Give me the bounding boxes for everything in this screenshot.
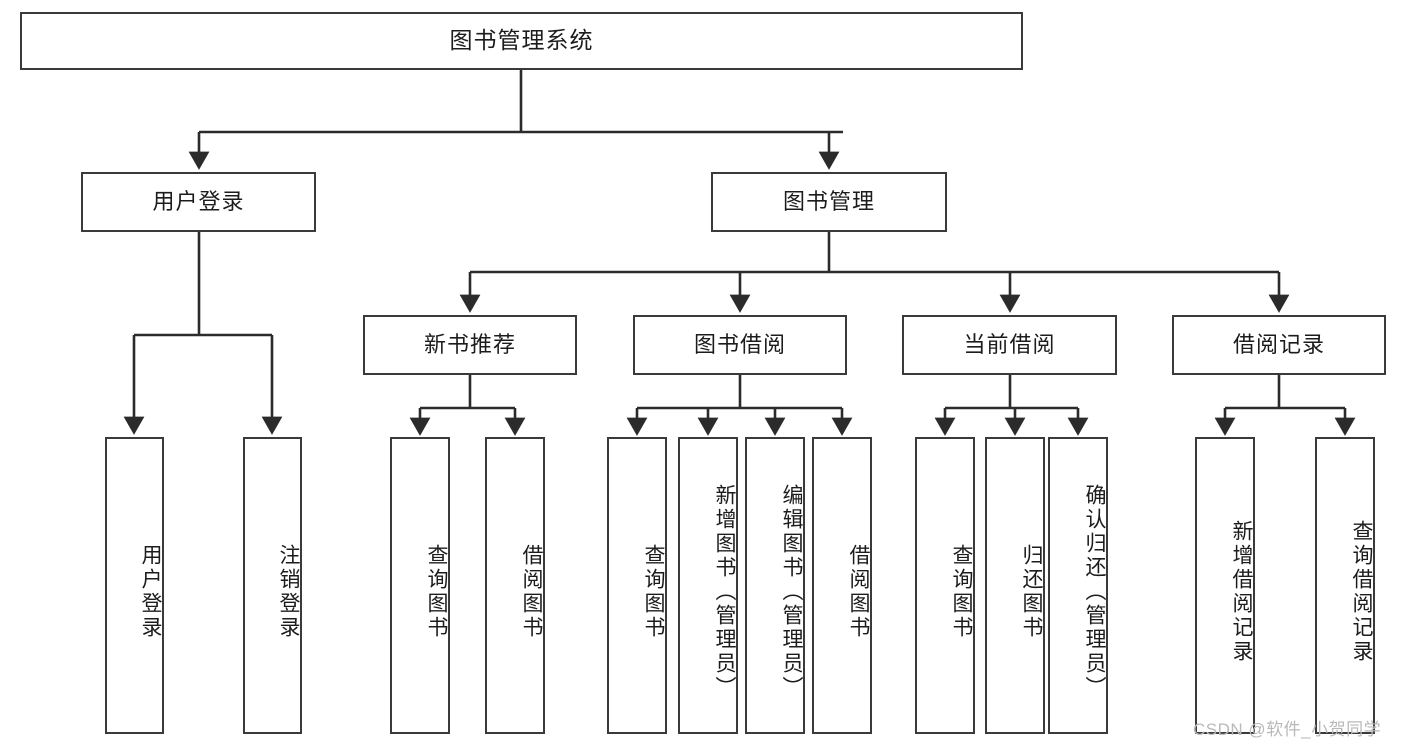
watermark: CSDN @软件_小贺同学 — [1193, 720, 1382, 739]
node-leaf-logout[interactable]: 注销登录 — [243, 437, 302, 734]
node-label: 查询图书 — [950, 543, 973, 640]
node-label: 用户登录 — [139, 543, 162, 640]
node-leaf-query-book-2[interactable]: 查询图书 — [607, 437, 667, 734]
node-label: 归还图书 — [1020, 543, 1043, 640]
node-leaf-query-book-3[interactable]: 查询图书 — [915, 437, 975, 734]
node-root-book-management-system[interactable]: 图书管理系统 — [20, 12, 1023, 70]
node-current-borrow[interactable]: 当前借阅 — [902, 315, 1117, 375]
node-label: 注销登录 — [277, 543, 300, 640]
node-leaf-edit-book[interactable]: 编辑图书（管理员） — [745, 437, 805, 734]
node-label: 借阅记录 — [1232, 332, 1325, 358]
node-label: 新增图书（管理员） — [713, 483, 736, 700]
node-user-login[interactable]: 用户登录 — [81, 172, 316, 232]
node-leaf-user-login[interactable]: 用户登录 — [105, 437, 164, 734]
node-book-borrow[interactable]: 图书借阅 — [633, 315, 847, 375]
node-leaf-confirm-return[interactable]: 确认归还（管理员） — [1048, 437, 1108, 734]
node-book-management[interactable]: 图书管理 — [711, 172, 947, 232]
node-label: 新书推荐 — [423, 332, 516, 358]
node-leaf-query-book-1[interactable]: 查询图书 — [390, 437, 450, 734]
node-label: 查询图书 — [425, 543, 448, 640]
node-label: 图书管理系统 — [449, 27, 594, 54]
node-label: 借阅图书 — [847, 543, 870, 640]
node-label: 确认归还（管理员） — [1083, 483, 1106, 700]
node-label: 查询图书 — [642, 543, 665, 640]
node-leaf-query-borrow-record[interactable]: 查询借阅记录 — [1315, 437, 1375, 734]
node-leaf-return-book[interactable]: 归还图书 — [985, 437, 1045, 734]
node-borrow-record[interactable]: 借阅记录 — [1172, 315, 1386, 375]
node-leaf-borrow-book-1[interactable]: 借阅图书 — [485, 437, 545, 734]
node-label: 当前借阅 — [963, 332, 1056, 358]
node-leaf-add-book[interactable]: 新增图书（管理员） — [678, 437, 738, 734]
node-label: 新增借阅记录 — [1230, 519, 1253, 664]
node-leaf-add-borrow-record[interactable]: 新增借阅记录 — [1195, 437, 1255, 734]
node-leaf-borrow-book-2[interactable]: 借阅图书 — [812, 437, 872, 734]
node-label: 图书借阅 — [693, 332, 786, 358]
node-label: 用户登录 — [152, 189, 245, 215]
node-new-book-recommendation[interactable]: 新书推荐 — [363, 315, 577, 375]
node-label: 借阅图书 — [520, 543, 543, 640]
node-label: 查询借阅记录 — [1350, 519, 1373, 664]
node-label: 编辑图书（管理员） — [780, 483, 803, 700]
node-label: 图书管理 — [782, 189, 875, 215]
